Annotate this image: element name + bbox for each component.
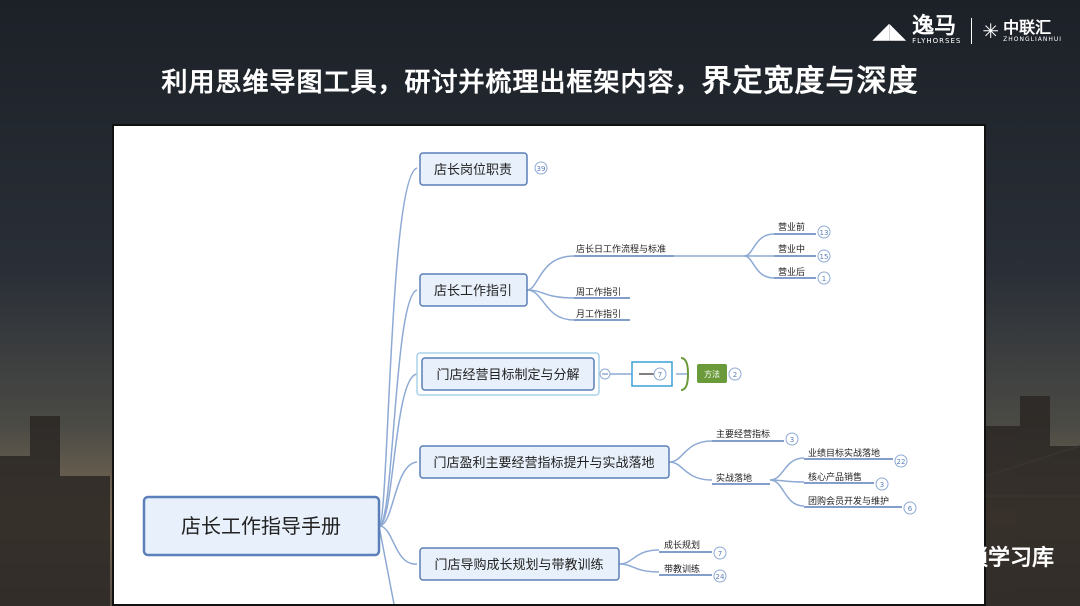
branch-node-duties-label: 店长岗位职责 xyxy=(434,163,512,178)
mindmap-panel: 店长工作指导手册 店长岗位职责 39 店长工作指引 店长日工作流程与标准 周工作… xyxy=(112,124,986,606)
logo-divider xyxy=(971,18,973,44)
header-logos: ◢◣ 逸马 FLYHORSES ✳ 中联汇 ZHONGLIANHUI xyxy=(872,14,1062,48)
badge-empty-topic[interactable] xyxy=(653,367,667,381)
branch-node-training[interactable] xyxy=(419,547,620,581)
badge-duties[interactable] xyxy=(534,161,548,175)
leaf-group-members[interactable]: 团购会员开发与维护 xyxy=(808,495,889,507)
branch-node-goals[interactable] xyxy=(421,357,595,391)
wechat-icon xyxy=(894,542,933,570)
leaf-growth-plan[interactable]: 成长规划 xyxy=(664,539,700,551)
branch-node-goals-selection xyxy=(416,352,600,396)
snowflake-icon: ✳ xyxy=(982,19,1000,43)
leaf-core-products[interactable]: 核心产品销售 xyxy=(808,471,862,483)
slide-title: 利用思维导图工具，研讨并梳理出框架内容，界定宽度与深度 xyxy=(0,56,1080,100)
badge-after[interactable] xyxy=(817,271,831,285)
city-skyline-background xyxy=(0,396,1080,606)
method-summary-label: 方法 xyxy=(704,369,720,379)
badge-coaching-count: 24 xyxy=(716,573,725,581)
badge-performance-goals-count: 22 xyxy=(897,458,906,466)
leaf-performance-goals[interactable]: 业绩目标实战落地 xyxy=(808,447,880,459)
branch-node-profit-label: 门店盈利主要经营指标提升与实战落地 xyxy=(433,455,654,471)
zhonglianhui-name: 中联汇 xyxy=(1003,17,1052,37)
leaf-after-business[interactable]: 营业后 xyxy=(778,266,805,278)
leaf-coaching[interactable]: 带教训练 xyxy=(664,563,700,575)
badge-before-count: 13 xyxy=(820,229,829,237)
topic-monthly-guide[interactable]: 月工作指引 xyxy=(576,308,621,320)
slide-title-emphasis: 界定宽度与深度 xyxy=(701,64,919,99)
badge-duties-count: 39 xyxy=(537,165,546,173)
slide-title-main: 利用思维导图工具，研讨并梳理出框架内容， xyxy=(161,68,702,98)
topic-practice[interactable]: 实战落地 xyxy=(716,472,752,484)
badge-method[interactable] xyxy=(728,367,742,381)
badge-during[interactable] xyxy=(817,249,831,263)
leaf-before-business[interactable]: 营业前 xyxy=(778,221,805,233)
badge-key-indicators-count: 3 xyxy=(790,436,794,444)
badge-coaching[interactable] xyxy=(713,569,727,583)
branch-node-guide-label: 店长工作指引 xyxy=(434,284,512,299)
mindmap-canvas: 店长工作指导手册 店长岗位职责 39 店长工作指引 店长日工作流程与标准 周工作… xyxy=(142,152,917,604)
badge-empty-topic-count: 7 xyxy=(658,371,662,379)
badge-group-members-count: 6 xyxy=(908,505,913,513)
topic-key-indicators[interactable]: 主要经营指标 xyxy=(716,428,770,440)
wechat-watermark: 连锁学习库 xyxy=(894,540,1054,572)
badge-after-count: 1 xyxy=(822,275,826,283)
flyhorses-name: 逸马 xyxy=(912,14,957,39)
root-node-label: 店长工作指导手册 xyxy=(181,514,341,538)
zhonglianhui-en: ZHONGLIANHUI xyxy=(1003,35,1062,43)
badge-core-products-count: 3 xyxy=(880,481,884,489)
badge-method-count: 2 xyxy=(733,371,737,379)
root-node[interactable] xyxy=(142,495,381,557)
badge-growth-plan-count: 7 xyxy=(718,550,722,558)
branch-node-training-label: 门店导购成长规划与带教训练 xyxy=(434,557,603,573)
flyhorses-en: FLYHORSES xyxy=(912,37,962,45)
branch-node-profit[interactable] xyxy=(419,445,670,479)
badge-growth-plan[interactable] xyxy=(713,546,727,560)
branch-node-guide[interactable] xyxy=(419,273,528,307)
watermark-text: 连锁学习库 xyxy=(943,546,1054,571)
badge-core-products[interactable] xyxy=(875,477,889,491)
badge-performance-goals[interactable] xyxy=(894,454,908,468)
flyhorses-logo: ◢◣ 逸马 FLYHORSES xyxy=(872,14,962,46)
topic-weekly-guide[interactable]: 周工作指引 xyxy=(576,286,621,298)
summary-bracket xyxy=(680,357,690,391)
leaf-during-business[interactable]: 营业中 xyxy=(778,243,805,255)
branch-node-duties[interactable] xyxy=(419,152,528,186)
zhonglianhui-logo: ✳ 中联汇 ZHONGLIANHUI xyxy=(982,19,1062,43)
badge-during-count: 15 xyxy=(820,253,829,261)
method-summary-node[interactable] xyxy=(697,364,727,383)
branch-node-goals-label: 门店经营目标制定与分解 xyxy=(436,368,579,383)
badge-group-members[interactable] xyxy=(903,501,917,515)
topic-daily-workflow[interactable]: 店长日工作流程与标准 xyxy=(576,243,666,255)
badge-before[interactable] xyxy=(817,225,831,239)
flyhorses-mark-icon: ◢◣ xyxy=(872,18,907,44)
badge-key-indicators[interactable] xyxy=(785,432,799,446)
